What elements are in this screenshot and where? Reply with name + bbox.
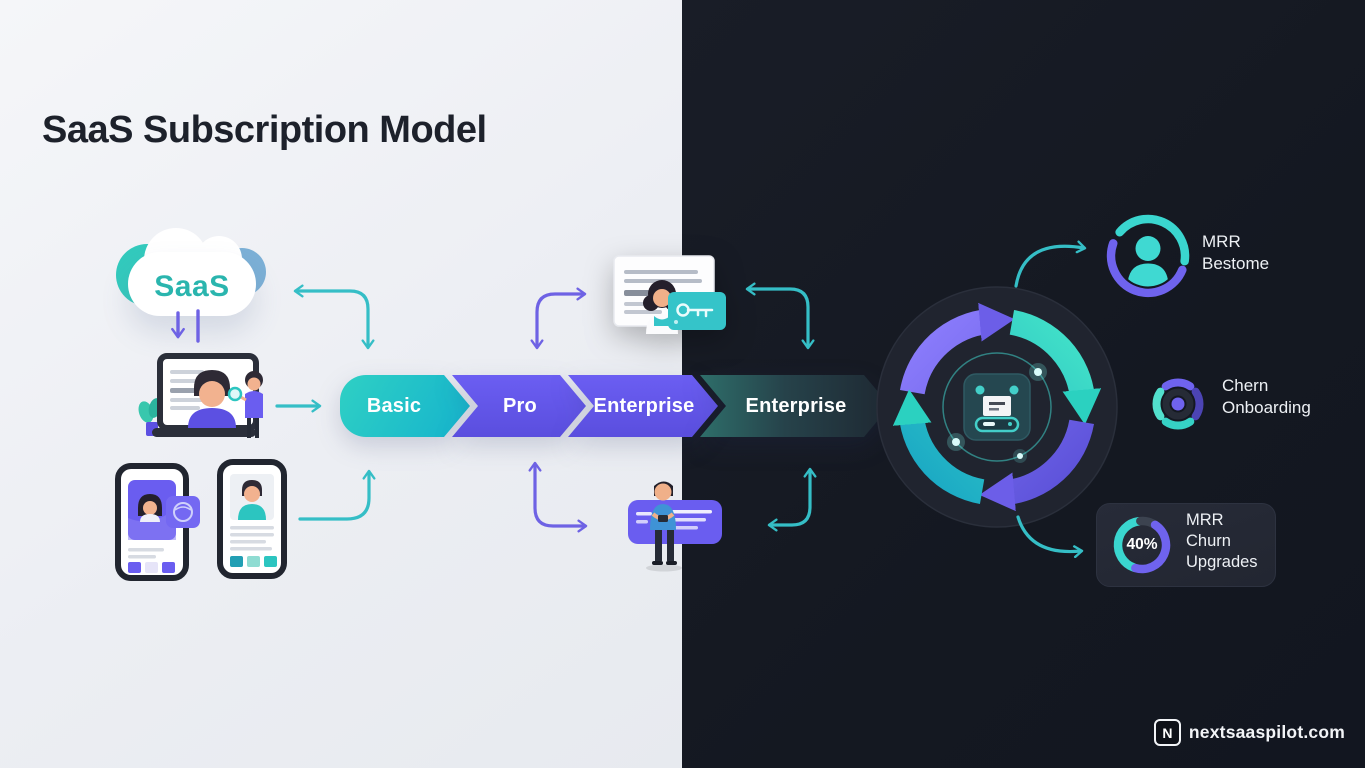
- laptop-user-illustration: [138, 353, 263, 438]
- segmented-ring-icon: [1152, 378, 1204, 430]
- funnel-stage-pro: Pro: [452, 375, 586, 437]
- stage-label: Enterprise: [593, 394, 695, 417]
- badge-icon: [166, 496, 200, 528]
- retention-metric-label: MRR Bestome: [1202, 232, 1270, 273]
- donut-value: 40%: [1126, 536, 1158, 553]
- document-card-illustration: [613, 255, 726, 334]
- funnel-stage-enterprise-dark: Enterprise: [700, 375, 890, 437]
- access-key-card-icon: [668, 292, 726, 330]
- stage-label: Enterprise: [745, 394, 847, 417]
- footer-brand: N nextsaaspilot.com: [1153, 719, 1345, 746]
- light-panel-background: [0, 0, 682, 768]
- subscription-cycle-diagram: [876, 286, 1118, 528]
- stage-label: Pro: [503, 394, 537, 417]
- onboarding-metric-label: Chern Onboarding: [1222, 376, 1311, 417]
- user-ring-icon: [1106, 214, 1190, 298]
- funnel-stage-basic: Basic: [340, 375, 470, 437]
- churn-metric-label: MRR Churn Upgrades: [1186, 511, 1258, 571]
- cloud-body: [128, 252, 256, 316]
- churn-metric-card: [1096, 503, 1276, 587]
- phones-profiles-illustration: [115, 459, 287, 581]
- brand-logo-icon: N: [1153, 719, 1181, 746]
- magnifier-icon: [227, 386, 243, 402]
- support-person-illustration: [628, 481, 722, 572]
- cloud-label: SaaS: [154, 270, 230, 303]
- page-title: SaaS Subscription Model: [42, 109, 487, 152]
- billing-terminal-icon: [963, 373, 1031, 441]
- funnel-stage-enterprise: Enterprise: [568, 375, 718, 437]
- stage-label: Basic: [366, 394, 422, 417]
- donut-chart: [1113, 516, 1171, 574]
- brand-name: nextsaaspilot.com: [1188, 722, 1345, 742]
- saas-cloud-icon: SaaS: [116, 224, 268, 336]
